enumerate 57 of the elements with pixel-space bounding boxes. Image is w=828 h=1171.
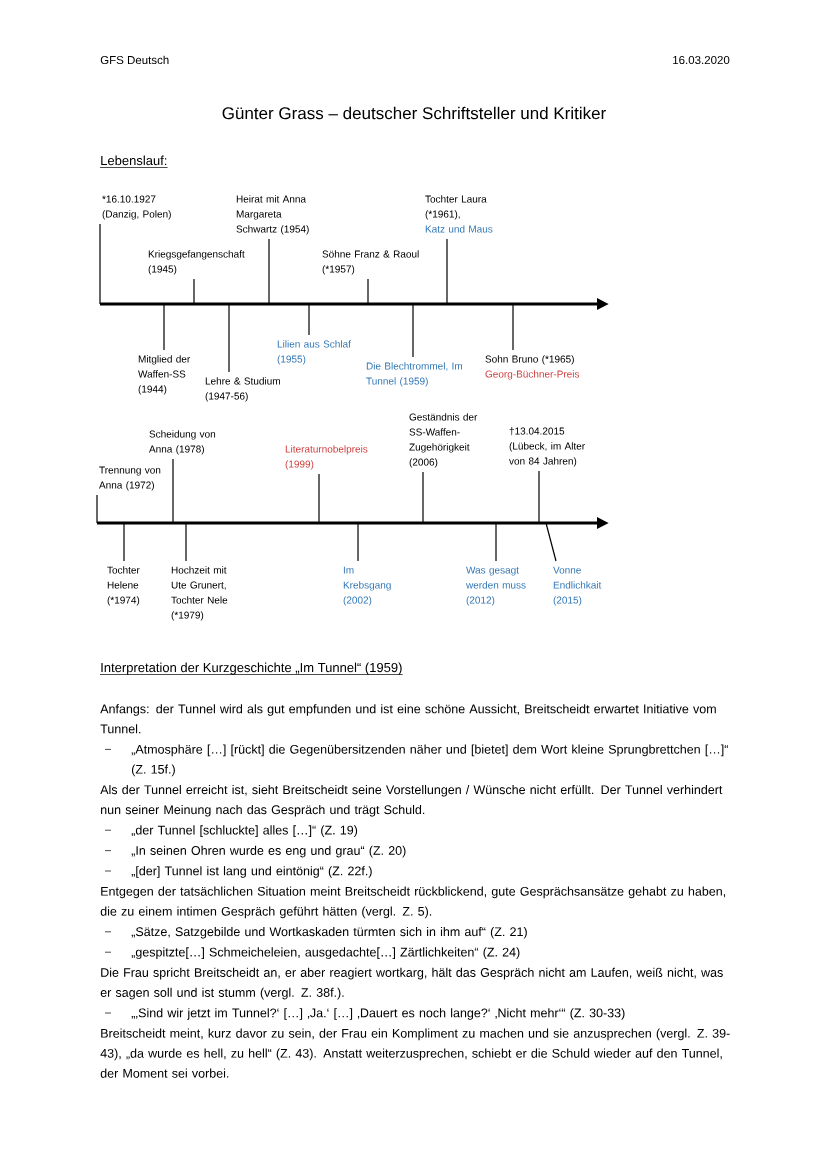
event-label: Mitglied der Waffen-SS (1944) bbox=[138, 355, 191, 395]
event-label: Sohn Bruno (*1965) Georg-Büchner-Preis bbox=[485, 355, 580, 380]
event-label: Hochzeit mit Ute Grunert, Tochter Nele (*1979) bbox=[171, 566, 228, 621]
quote-text: „In seinen Ohren wurde es eng und grau“ (Z. 20) bbox=[131, 845, 406, 858]
event-label: Lilien aus Schlaf (1955) bbox=[277, 340, 351, 365]
leader-line bbox=[308, 303, 310, 336]
event-label: Kriegsgefangenschaft (1945) bbox=[148, 250, 245, 275]
event-label: Geständnis der SS-Waffen-Zugehörigkeit (2006) bbox=[409, 413, 478, 468]
quote-text: „der Tunnel [schluckte] alles […]“ (Z. 19) bbox=[131, 825, 358, 837]
date-text: 16.03.2020 bbox=[673, 56, 730, 65]
leader-line bbox=[545, 522, 557, 562]
leader-line bbox=[172, 458, 174, 524]
event-label: Die Blechtrommel, Im Tunnel (1959) bbox=[366, 362, 462, 387]
leader-line bbox=[318, 473, 320, 524]
quote-text: „‚Sind wir jetzt im Tunnel?‘ […] ‚Ja.‘ […] ‚Dauert es noch lange?‘ ‚Nicht mehr‘“ (Z. 30-33) bbox=[131, 1008, 625, 1020]
event-label: Heirat mit Anna Margareta Schwartz (1954) bbox=[236, 195, 309, 235]
paragraph-text: Die Frau spricht Breitscheidt an, er aber reagiert wortkarg, hält das Gespräch nicht am Laufen, weiß nicht, was er sagen soll und ist stumm (vergl. Z. 38f.). bbox=[100, 967, 723, 1000]
leader-line bbox=[185, 522, 187, 562]
paragraph-text: Anfangs: der Tunnel wird als gut empfunden und ist eine schöne Aussicht, Breitscheidt erwartet Initiative vom Tunnel. bbox=[100, 704, 716, 734]
title: Günter Grass – deutscher Schriftsteller und Kritiker bbox=[222, 106, 606, 120]
quote-text: „[der] Tunnel ist lang und eintönig“ (Z. 22f.) bbox=[131, 866, 372, 878]
leader-line bbox=[99, 223, 101, 305]
leader-line bbox=[538, 470, 540, 524]
leader-line bbox=[123, 522, 125, 562]
leader-line bbox=[512, 303, 514, 351]
paragraph-text: Als der Tunnel erreicht ist, sieht Breitscheidt seine Vorstellungen / Wünsche nicht erfüllt. Der Tunnel verhindert nun seiner Meinung nach das Gespräch und trägt Schuld. bbox=[100, 784, 723, 817]
event-label: Söhne Franz & Raoul (*1957) bbox=[322, 250, 419, 275]
event-label: Trennung von Anna (1972) bbox=[99, 466, 161, 491]
leader-line bbox=[193, 278, 195, 305]
leader-line bbox=[228, 303, 230, 373]
event-label: Im Krebsgang (2002) bbox=[343, 566, 391, 606]
event-label: Scheidung von Anna (1978) bbox=[149, 430, 216, 455]
event-label: Lehre & Studium (1947-56) bbox=[205, 377, 280, 402]
section-heading: Lebenslauf: bbox=[99, 155, 168, 168]
leader-line bbox=[367, 278, 369, 305]
leader-line bbox=[422, 471, 424, 524]
quote-text: „gespitzte[…] Schmeicheleien, ausgedachte[…] Zärtlichkeiten“ (Z. 24) bbox=[131, 947, 520, 959]
quote-text: „Atmosphäre […] [rückt] die Gegenübersitzenden näher und [bietet] dem Wort kleine Sprungbrettchen […]“ (Z. 15f.) bbox=[131, 744, 728, 777]
event-label: Tochter Helene (*1974) bbox=[107, 566, 140, 606]
leader-line bbox=[163, 303, 165, 351]
paragraph-text: Entgegen der tatsächlichen Situation meint Breitscheidt rückblickend, gute Gesprächsansätze gehabt zu haben, die zu einem intimen Gespräch geführt hätten (vergl. Z. 5). bbox=[100, 886, 726, 919]
event-label: Tochter Laura (*1961), Katz und Maus bbox=[425, 195, 493, 233]
leader-line bbox=[446, 238, 448, 305]
header-text: GFS Deutsch bbox=[100, 55, 169, 65]
section-heading: Interpretation der Kurzgeschichte „Im Tunnel“ (1959) bbox=[99, 662, 404, 675]
leader-line bbox=[357, 522, 359, 562]
leader-line bbox=[96, 494, 98, 524]
leader-line bbox=[495, 522, 497, 562]
leader-line bbox=[268, 238, 270, 305]
event-label: Vonne Endlichkait (2015) bbox=[553, 566, 602, 606]
event-label: Was gesagt werden muss (2012) bbox=[466, 566, 526, 606]
quote-text: „Sätze, Satzgebilde und Wortkaskaden türmten sich in ihm auf“ (Z. 21) bbox=[131, 926, 527, 939]
paragraph-text: Breitscheidt meint, kurz davor zu sein, der Frau ein Kompliment zu machen und sie anzusprechen (vergl. Z. 39-43), „da wurde es hell, zu hell“ (Z. 43). Anstatt weiterzusprechen, schiebt er die Schuld wieder auf den Tunnel, der Moment sei vorbei. bbox=[100, 1028, 730, 1078]
event-label: †13.04.2015 (Lübeck, im Alter von 84 Jahren) bbox=[509, 427, 585, 467]
event-label: *16.10.1927 (Danzig, Polen) bbox=[102, 195, 171, 220]
event-label: Literaturnobelpreis (1999) bbox=[285, 445, 368, 470]
leader-line bbox=[412, 303, 414, 358]
